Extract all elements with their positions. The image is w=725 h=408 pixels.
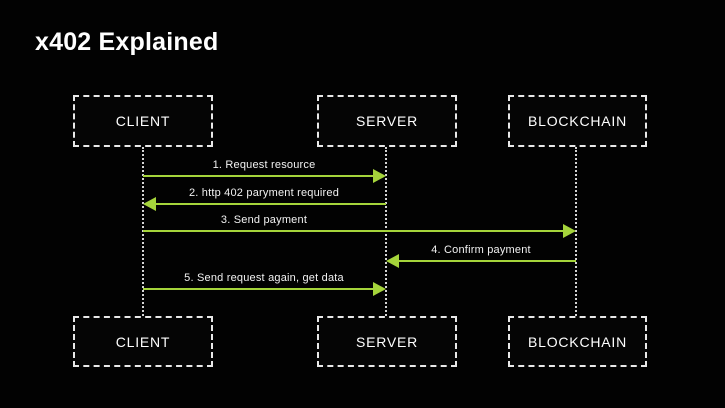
arrow-line xyxy=(156,203,386,205)
arrow-line xyxy=(143,230,563,232)
actor-box-server-top: SERVER xyxy=(317,95,457,147)
arrowhead-left-icon xyxy=(143,197,156,211)
message-label: 5. Send request again, get data xyxy=(184,272,344,284)
arrowhead-right-icon xyxy=(563,224,576,238)
arrow-line xyxy=(143,175,373,177)
actor-label-blockchain: BLOCKCHAIN xyxy=(527,333,628,350)
arrow-line xyxy=(143,288,373,290)
arrowhead-right-icon xyxy=(373,282,386,296)
actor-box-blockchain-top: BLOCKCHAIN xyxy=(508,95,647,147)
lifeline-blockchain xyxy=(575,147,577,316)
actor-label-client: CLIENT xyxy=(115,113,171,129)
arrow-line xyxy=(399,260,576,262)
actor-box-client-top: CLIENT xyxy=(73,95,213,147)
message-label: 1. Request resource xyxy=(212,159,316,171)
page-title: x402 Explained xyxy=(35,28,219,56)
actor-box-server-bottom: SERVER xyxy=(317,316,457,367)
actor-label-server: SERVER xyxy=(355,333,419,350)
actor-label-client: CLIENT xyxy=(115,333,171,350)
actor-label-server: SERVER xyxy=(355,113,419,129)
message-label: 2. http 402 paryment required xyxy=(188,187,340,199)
arrowhead-right-icon xyxy=(373,169,386,183)
actor-label-blockchain: BLOCKCHAIN xyxy=(527,113,628,129)
actor-box-client-bottom: CLIENT xyxy=(73,316,213,367)
message-label: 4. Confirm payment xyxy=(431,244,531,256)
message-label: 3. Send payment xyxy=(220,214,308,226)
actor-box-blockchain-bottom: BLOCKCHAIN xyxy=(508,316,647,367)
arrowhead-left-icon xyxy=(386,254,399,268)
